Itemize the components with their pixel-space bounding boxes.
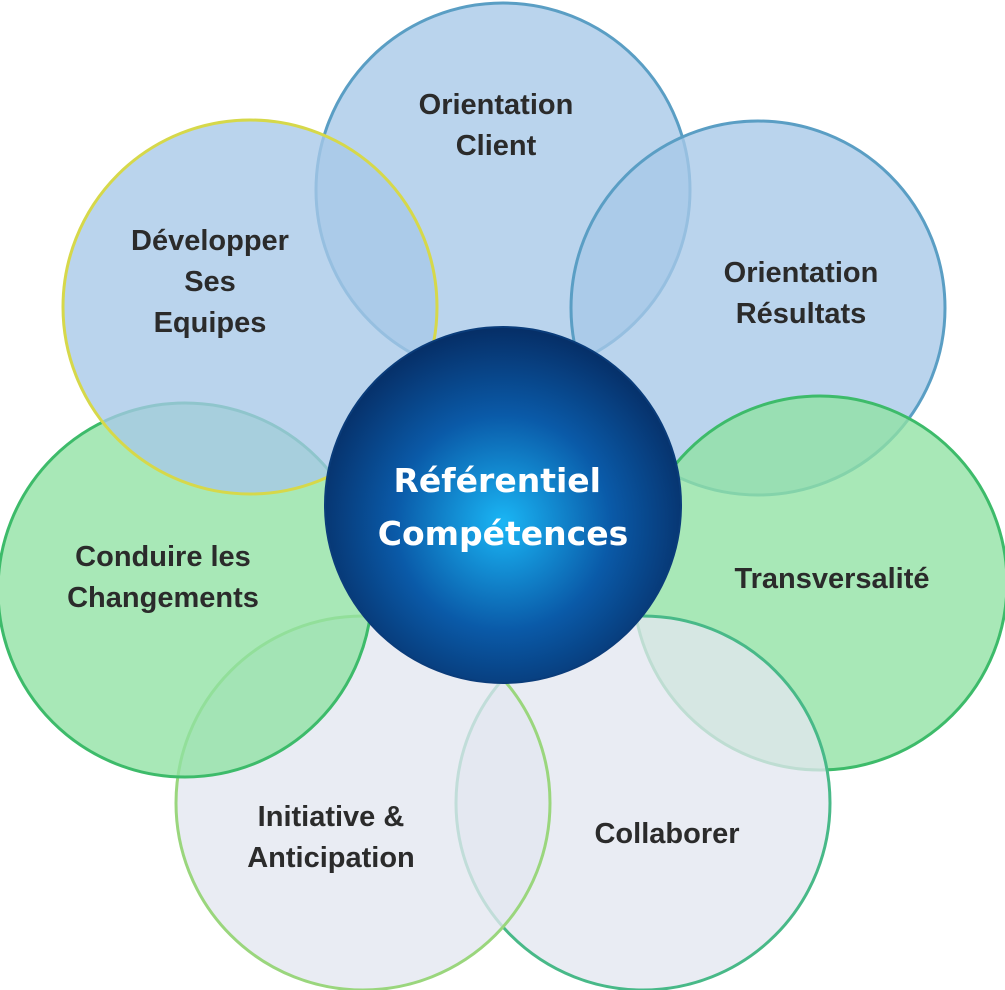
center-circle-group: Référentiel Compétences bbox=[324, 326, 682, 684]
petal-label-line: Client bbox=[456, 130, 537, 162]
petal-label-transversalite: Transversalité bbox=[734, 563, 929, 595]
petal-label-line: Anticipation bbox=[247, 842, 415, 874]
petal-circle-developper-ses-equipes bbox=[61, 118, 439, 496]
petal-label-line: Orientation bbox=[419, 89, 574, 121]
petal-label-collaborer: Collaborer bbox=[594, 818, 739, 850]
center-label: Référentiel Compétences bbox=[378, 461, 629, 553]
petal-label-line: Conduire les bbox=[75, 541, 251, 573]
center-label-line-2: Compétences bbox=[378, 514, 629, 553]
petal-label-line: Equipes bbox=[154, 307, 267, 339]
petal-label-line: Transversalité bbox=[734, 563, 929, 595]
center-label-line-1: Référentiel bbox=[394, 461, 601, 500]
petal-label-line: Développer bbox=[131, 225, 289, 257]
petal-label-line: Résultats bbox=[736, 298, 867, 330]
petal-label-initiative-anticipation: Initiative & Anticipation bbox=[247, 801, 415, 874]
petal-label-line: Orientation bbox=[724, 257, 879, 289]
petal-label-line: Changements bbox=[67, 582, 259, 614]
petal-label-line: Collaborer bbox=[594, 818, 739, 850]
center-circle bbox=[324, 326, 682, 684]
petal-label-line: Initiative & bbox=[258, 801, 405, 833]
petal-label-line: Ses bbox=[184, 266, 236, 298]
